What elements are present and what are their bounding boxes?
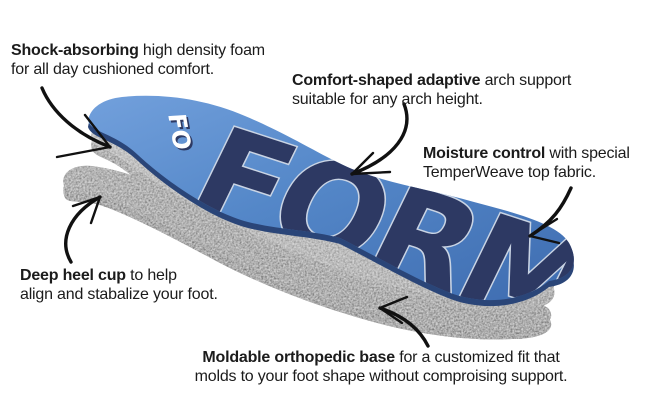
arrow-moldable-base — [378, 295, 430, 348]
callout-moisture-line2: TemperWeave top fabric. — [423, 164, 596, 181]
callout-arch-line2: suitable for any arch height. — [292, 91, 483, 108]
callout-base-rest: for a customized fit that — [394, 349, 560, 366]
callout-moisture-rest: with special — [545, 145, 630, 162]
callout-moisture-control: Moisture control with special TemperWeav… — [423, 144, 630, 182]
callout-arch-support: Comfort-shaped adaptive arch support sui… — [292, 71, 571, 109]
callout-moisture-bold: Moisture control — [423, 145, 546, 162]
callout-base-bold: Moldable orthopedic base — [202, 349, 395, 366]
callout-shock-rest: high density foam — [138, 42, 265, 59]
fo-mark-shadow: FO — [164, 114, 198, 152]
arrow-arch-support — [350, 102, 409, 176]
callout-shock-absorbing: Shock-absorbing high density foam for al… — [11, 41, 265, 79]
callout-shock-line2: for all day cushioned comfort. — [11, 61, 214, 78]
callout-heel-rest: to help — [125, 267, 177, 284]
callout-moldable-base: Moldable orthopedic base for a customize… — [163, 348, 599, 386]
insole-layer-top — [88, 95, 574, 307]
callout-arch-bold: Comfort-shaped adaptive — [292, 72, 481, 89]
callout-deep-heel-cup: Deep heel cup to help align and stabaliz… — [20, 266, 218, 304]
arrow-moisture-control — [528, 186, 573, 245]
arrow-deep-heel-cup — [64, 195, 102, 264]
callout-arch-rest: arch support — [480, 72, 572, 89]
fo-mark: FO — [162, 112, 196, 150]
arrow-shock-absorbing — [40, 86, 112, 159]
callout-base-line2: molds to your foot shape without comproi… — [194, 368, 568, 385]
callout-shock-bold: Shock-absorbing — [11, 42, 139, 59]
callout-heel-bold: Deep heel cup — [20, 267, 126, 284]
callout-heel-line2: align and stabalize your foot. — [20, 286, 218, 303]
